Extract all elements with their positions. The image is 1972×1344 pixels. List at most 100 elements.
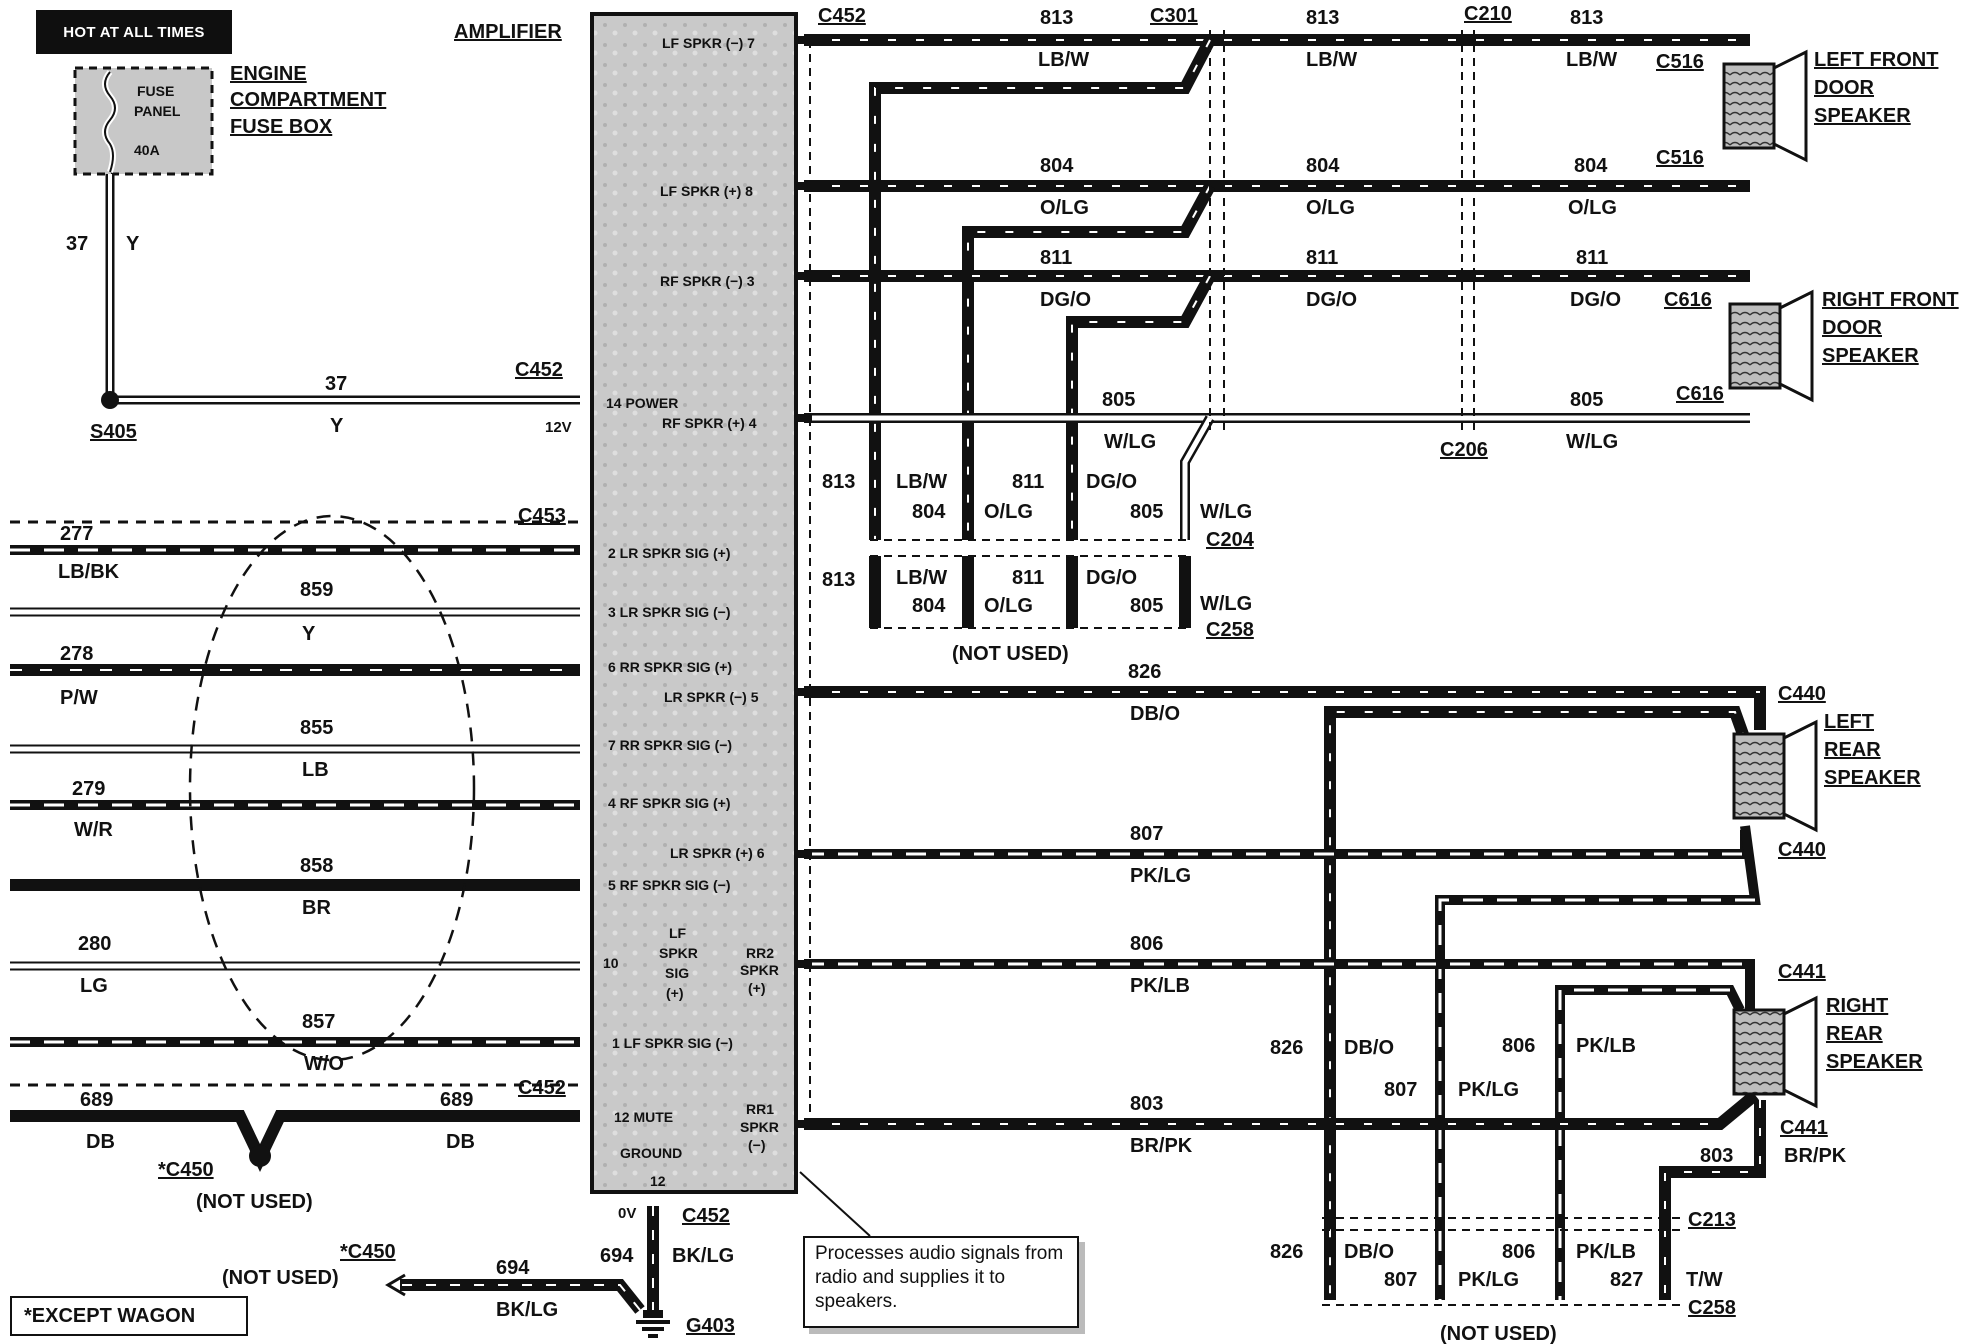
fuse-box-label-line1: ENGINE: [230, 63, 307, 85]
wire-color: DB/O: [1344, 1037, 1394, 1059]
wire-circuit: 280: [78, 933, 111, 955]
connector-c516: C516: [1656, 51, 1704, 73]
front-connector-labels: C452 C301 C210 C206 C516 C516 C616 C616 …: [818, 3, 1724, 641]
wire-color: DG/O: [1040, 289, 1091, 311]
pin-label: 12: [650, 1173, 666, 1189]
connector-c213: C213: [1688, 1209, 1736, 1231]
amplifier-note: Processes audio signals from radio and s…: [803, 1236, 1079, 1328]
ground-c450: *C450: [340, 1241, 396, 1263]
wire-circuit: 811: [1576, 247, 1608, 269]
wire-color: LB/W: [896, 471, 947, 493]
rear-wire-labels: 826 DB/O 807 PK/LG 806 PK/LB 803 BR/PK 8…: [1128, 661, 1847, 1344]
speaker-labels: LEFT FRONT DOOR SPEAKER RIGHT FRONT DOOR…: [1814, 49, 1959, 1073]
ground-g403: G403: [686, 1315, 735, 1337]
pin-label: LR SPKR (−) 5: [664, 689, 759, 705]
wire-circuit: 813: [1040, 7, 1073, 29]
pin-label: SPKR: [740, 962, 779, 978]
speaker-left-front: [1722, 49, 1808, 163]
wire-circuit: 826: [1128, 661, 1161, 683]
wire-circuit: 859: [300, 579, 333, 601]
wire-color: PK/LB: [1576, 1241, 1636, 1263]
extra-color: T/W: [1686, 1269, 1723, 1291]
splice-s405: S405: [90, 421, 137, 443]
pin-label: 12 MUTE: [614, 1109, 673, 1125]
wire-color: W/LG: [1200, 501, 1252, 523]
mute-wire-689: [10, 1110, 580, 1172]
pin-label: LF SPKR (+) 8: [660, 183, 753, 199]
pin-label: 5 RF SPKR SIG (−): [608, 877, 731, 893]
connector-c441: C441: [1780, 1117, 1828, 1139]
mute-circuit-left: 689: [80, 1089, 113, 1111]
mute-circuit-right: 689: [440, 1089, 473, 1111]
pin-label: RF SPKR (+) 4: [662, 415, 757, 431]
fuse-label-line1: FUSE: [137, 83, 174, 99]
input-wire-labels: 277 LB/BK 859 Y 278 P/W 855 LB 279 W/R 8…: [58, 523, 344, 1075]
note-pointer: [799, 1171, 871, 1237]
speaker-label: SPEAKER: [1822, 345, 1919, 367]
speaker-label: REAR: [1826, 1023, 1883, 1045]
connector-c453: C453: [518, 505, 566, 527]
pin-label: LF: [669, 925, 687, 941]
wire-color: DB/O: [1344, 1241, 1394, 1263]
wire-color: DG/O: [1306, 289, 1357, 311]
pin-label: 4 RF SPKR SIG (+): [608, 795, 731, 811]
wire-circuit: 805: [1130, 501, 1163, 523]
pin-label: GROUND: [620, 1145, 682, 1161]
ground-circuit-number: 694: [600, 1245, 634, 1267]
wire-circuit: 803: [1700, 1145, 1733, 1167]
mute-color-right: DB: [446, 1131, 475, 1153]
hot-at-all-times-label: HOT AT ALL TIMES: [36, 10, 232, 54]
speaker-label: DOOR: [1814, 77, 1875, 99]
pin-label: (−): [748, 1137, 766, 1153]
wire-circuit: 803: [1130, 1093, 1163, 1115]
connector-c258: C258: [1688, 1297, 1736, 1319]
power-wire-37: [101, 174, 580, 409]
wire-circuit: 807: [1384, 1269, 1417, 1291]
wire-color: PK/LG: [1458, 1079, 1519, 1101]
wire-color: DG/O: [1086, 471, 1137, 493]
speaker-label: REAR: [1824, 739, 1881, 761]
wire-color: LG: [80, 975, 108, 997]
wire-color: O/LG: [1306, 197, 1355, 219]
power-wire-number-2: 37: [325, 373, 347, 395]
fuse-box-label-line3: FUSE BOX: [230, 116, 333, 138]
wire-color: DG/O: [1570, 289, 1621, 311]
mute-connector: C452: [518, 1077, 566, 1099]
connector-c452: C452: [818, 5, 866, 27]
pin-label: 10: [603, 955, 619, 971]
wire-color: W/R: [74, 819, 113, 841]
pin-label: 14 POWER: [606, 395, 678, 411]
wire-color: BR/PK: [1130, 1135, 1193, 1157]
rear-connector-labels: C440 C440 C441 C441 C213 C258: [1688, 683, 1828, 1319]
wire-circuit: 804: [1574, 155, 1608, 177]
wire-circuit: 806: [1502, 1035, 1535, 1057]
speaker-label: SPEAKER: [1814, 105, 1911, 127]
amplifier-pins: LF SPKR (−) 7 LF SPKR (+) 8 RF SPKR (−) …: [603, 35, 779, 1189]
wire-color: LB/W: [896, 567, 947, 589]
wire-color: W/LG: [1566, 431, 1618, 453]
speaker-right-rear: [1732, 995, 1818, 1109]
pin-label: RF SPKR (−) 3: [660, 273, 755, 289]
wire-color: PK/LB: [1130, 975, 1190, 997]
wire-color: PK/LG: [1458, 1269, 1519, 1291]
ground-circuit-color-2: BK/LG: [496, 1299, 558, 1321]
wire-color: DB/O: [1130, 703, 1180, 725]
wire-color: W/O: [304, 1053, 344, 1075]
c450-not-used: (NOT USED): [196, 1191, 313, 1213]
pin-label: LR SPKR (+) 6: [670, 845, 765, 861]
power-circuit-color: Y: [126, 233, 140, 255]
connector-c616: C616: [1676, 383, 1724, 405]
pin-label: 1 LF SPKR SIG (−): [612, 1035, 733, 1051]
wire-circuit: 813: [1306, 7, 1339, 29]
connector-c616: C616: [1664, 289, 1712, 311]
wire-color: LB/W: [1038, 49, 1089, 71]
wire-circuit: 813: [822, 569, 855, 591]
pin-label: 6 RR SPKR SIG (+): [608, 659, 732, 675]
ground-not-used: (NOT USED): [222, 1267, 339, 1289]
wire-circuit: 858: [300, 855, 333, 877]
wire-color: BR: [302, 897, 331, 919]
pin-label: LF SPKR (−) 7: [662, 35, 755, 51]
wire-circuit: 813: [822, 471, 855, 493]
connector-c440: C440: [1778, 839, 1826, 861]
c450-label: *C450: [158, 1159, 214, 1181]
